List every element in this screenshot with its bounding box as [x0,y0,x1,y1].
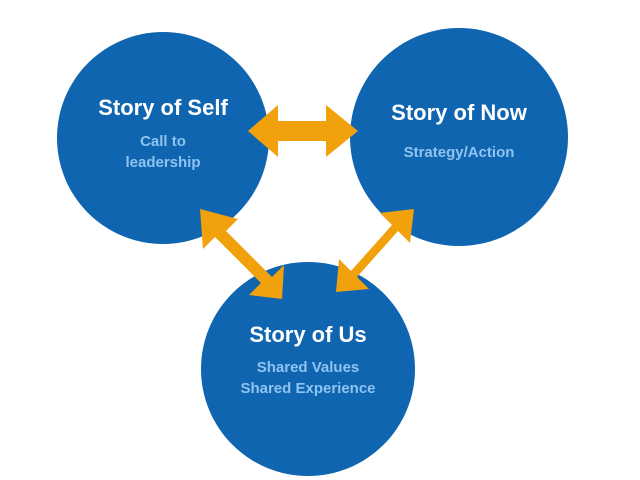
story-of-us-subtitle: Shared Values Shared Experience [201,357,415,399]
self-now-double-arrow [248,105,358,157]
story-of-us-subtitle-line-2: Shared Experience [240,380,376,397]
self-us-double-arrow [200,209,284,299]
story-of-self-subtitle: Call to leadership [57,131,269,173]
now-us-double-arrow [336,209,414,292]
story-of-now-title: Story of Now [391,100,527,125]
story-of-now-subtitle: Strategy/Action [350,142,568,163]
story-of-self-subtitle-line-2: leadership [125,154,201,171]
story-of-self-circle [57,32,269,244]
story-of-now-subtitle-line-1: Strategy/Action [403,144,515,161]
story-of-us-subtitle-line-1: Shared Values [256,359,360,376]
story-of-us-title: Story of Us [249,322,367,347]
story-of-self-subtitle-line-1: Call to [140,133,186,150]
story-of-us-circle [201,262,415,476]
story-of-now-circle [350,28,568,246]
story-of-self-title: Story of Self [98,95,228,120]
